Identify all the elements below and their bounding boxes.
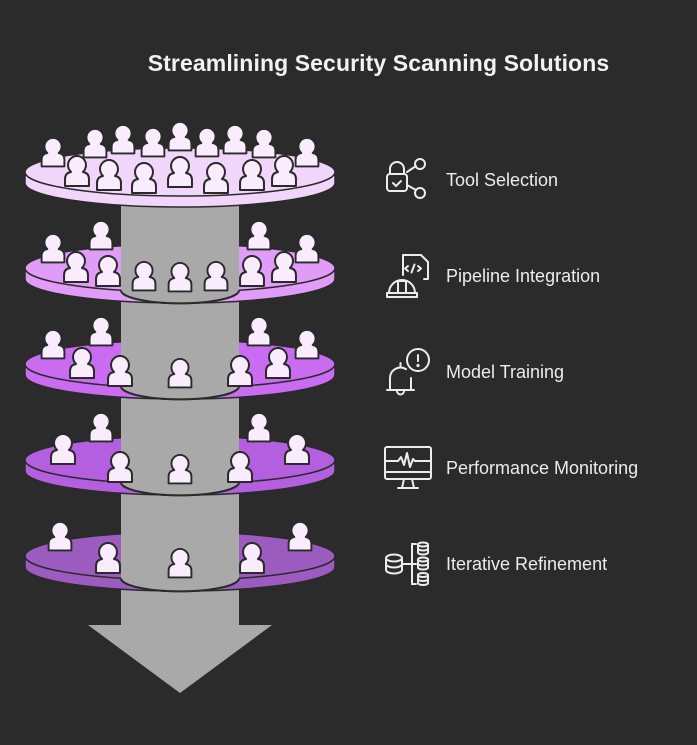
person-icon: [95, 542, 121, 574]
person-icon: [69, 347, 95, 379]
person-icon: [227, 355, 253, 387]
person-icon: [239, 542, 265, 574]
column-rim: [120, 481, 240, 497]
person-icon: [227, 451, 253, 483]
person-icon: [40, 328, 66, 360]
column-rim: [120, 577, 240, 593]
stage-label: Tool Selection: [446, 169, 559, 190]
stage-disk: [24, 315, 336, 401]
person-icon: [88, 411, 114, 443]
person-icon: [47, 520, 73, 552]
person-icon: [167, 453, 193, 485]
person-icon: [294, 328, 320, 360]
person-icon: [251, 127, 277, 159]
stage-disk: [24, 411, 336, 497]
person-icon: [239, 255, 265, 287]
person-icon: [82, 127, 108, 159]
person-icon: [131, 162, 157, 194]
person-icon: [294, 136, 320, 168]
stage-disk: [24, 219, 336, 305]
person-icon: [246, 219, 272, 251]
person-icon: [246, 315, 272, 347]
person-icon: [167, 156, 193, 188]
person-icon: [203, 162, 229, 194]
stage-pipeline-integration: Pipeline Integration: [383, 251, 693, 301]
person-icon: [239, 159, 265, 191]
stage-tool-selection: Tool Selection: [383, 155, 693, 205]
column-rim: [120, 385, 240, 401]
stage-label: Iterative Refinement: [446, 553, 608, 574]
stage-disk: [24, 520, 336, 593]
stage-disk: [24, 120, 336, 208]
hardhat-code-icon: [386, 254, 429, 298]
person-icon: [63, 251, 89, 283]
person-icon: [131, 260, 157, 292]
column-rim: [120, 289, 240, 305]
database-hierarchy-icon: [385, 541, 429, 586]
person-icon: [88, 315, 114, 347]
lock-network-icon: [386, 158, 426, 199]
stage-model-training: Model Training: [383, 347, 693, 397]
person-icon: [96, 159, 122, 191]
person-icon: [107, 451, 133, 483]
person-icon: [294, 232, 320, 264]
person-icon: [140, 126, 166, 158]
person-icon: [64, 155, 90, 187]
bell-alert-icon: [386, 348, 430, 396]
person-icon: [203, 260, 229, 292]
person-icon: [40, 136, 66, 168]
person-icon: [167, 357, 193, 389]
person-icon: [287, 520, 313, 552]
diagram-title: Streamlining Security Scanning Solutions: [147, 50, 610, 76]
person-icon: [194, 126, 220, 158]
stage-label: Performance Monitoring: [446, 457, 639, 478]
stage-label: Pipeline Integration: [446, 265, 601, 286]
person-icon: [88, 219, 114, 251]
person-icon: [265, 347, 291, 379]
person-icon: [40, 232, 66, 264]
person-icon: [271, 251, 297, 283]
person-icon: [167, 547, 193, 579]
person-icon: [95, 255, 121, 287]
person-icon: [110, 123, 136, 155]
person-icon: [271, 155, 297, 187]
stage-iterative-refinement: Iterative Refinement: [383, 539, 693, 589]
stage-label: Model Training: [446, 361, 565, 382]
person-icon: [284, 433, 310, 465]
person-icon: [167, 120, 193, 152]
person-icon: [167, 261, 193, 293]
stage-performance-monitoring: Performance Monitoring: [383, 443, 693, 493]
monitor-pulse-icon: [384, 446, 432, 489]
person-icon: [50, 433, 76, 465]
person-icon: [107, 355, 133, 387]
person-icon: [222, 123, 248, 155]
person-icon: [246, 411, 272, 443]
